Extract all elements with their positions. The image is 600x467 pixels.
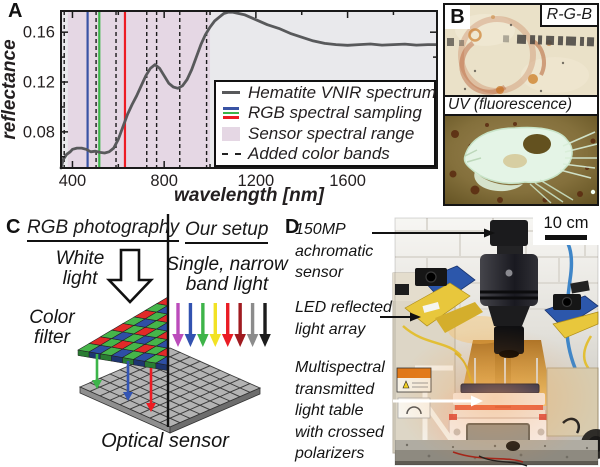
annotation-arrows (372, 228, 495, 407)
fin-rays (559, 131, 597, 179)
setup-photo (392, 217, 600, 467)
y-axis-title: reflectance (0, 39, 20, 140)
optical-sensor-label: Optical sensor (101, 430, 229, 452)
x-tick-label: 400 (59, 172, 87, 190)
legend-row-bands: Added color bands (221, 144, 434, 164)
x-tick-label: 1200 (238, 172, 275, 190)
scale-bar: 10 cm (533, 214, 599, 245)
spectrum-curve (59, 10, 438, 170)
ambient-orange-glow (395, 326, 595, 467)
legend-label: Added color bands (248, 144, 390, 164)
y-tick-label: 0.08 (23, 123, 55, 141)
arrow-to-sensor (484, 228, 495, 238)
led-arm-left (395, 265, 483, 333)
panel-label-b: B (445, 5, 470, 29)
x-tick-label: 1600 (329, 172, 366, 190)
dashed-line-icon (221, 153, 241, 156)
y-tick-label: 0.12 (23, 74, 55, 92)
sensor-head (490, 220, 528, 246)
led-arm-right (544, 280, 599, 339)
annotation-sensor: 150MP achromatic sensor (295, 221, 374, 281)
panel-label-a: A (8, 0, 23, 22)
fluorescing-fish-skull (463, 126, 597, 204)
x-axis-title: wavelength [nm] (174, 185, 325, 205)
eye-socket (523, 134, 551, 154)
scale-bar-line (545, 235, 587, 240)
legend-row-spectrum: Hematite VNIR spectrum (221, 82, 436, 103)
optical-sensor-grid (78, 347, 262, 434)
white-light-block-arrow (105, 248, 155, 304)
legend-label: Sensor spectral range (248, 123, 415, 143)
panel-d-setup-photo: D 150MP achromatic sensor LED reflected … (285, 210, 600, 467)
heading-rgb-photography: RGB photography (27, 217, 180, 242)
y-tick-label: 0.16 (23, 24, 55, 42)
optics-diagram (77, 214, 271, 434)
panel-label-c: C (6, 216, 21, 238)
annotation-light-table: Multispectral transmitted light table wi… (295, 359, 385, 462)
uv-photo-tag: UV (fluorescence) (445, 95, 597, 116)
rgb-fossil-photo (445, 5, 597, 95)
panel-a-spectrum-chart: 400 800 1200 1600 0.08 0.12 0.16 wavelength [nm… (0, 0, 445, 206)
rgb-photo-tag: R-G-B (539, 5, 597, 27)
heading-our-setup: Our setup (185, 219, 269, 244)
shaded-patch-icon (221, 126, 241, 141)
solid-line-icon (221, 91, 241, 95)
chart-legend: Hematite VNIR spectrum RGB spectral samp… (214, 80, 436, 167)
panel-label-d: D (285, 216, 300, 238)
uv-fluorescence-photo (445, 116, 597, 204)
legend-label: Hematite VNIR spectrum (248, 82, 436, 102)
arrow-to-light-table (471, 395, 483, 407)
annotation-led-array: LED reflected light array (295, 299, 392, 338)
scale-ruler-marks (502, 34, 595, 47)
plot-frame (60, 10, 438, 169)
scale-bar-label: 10 cm (543, 214, 589, 232)
x-tick-label: 800 (150, 172, 178, 190)
legend-row-range: Sensor spectral range (221, 124, 434, 144)
rgb-lines-icon (221, 107, 241, 119)
legend-row-rgb: RGB spectral sampling (221, 103, 434, 123)
bayer-filter (77, 296, 169, 371)
panel-b-photos: B R-G-B UV (fluorescence) (443, 3, 599, 206)
arrow-to-led-array (410, 312, 421, 322)
legend-label: RGB spectral sampling (248, 103, 422, 123)
tail-rays (529, 179, 574, 204)
